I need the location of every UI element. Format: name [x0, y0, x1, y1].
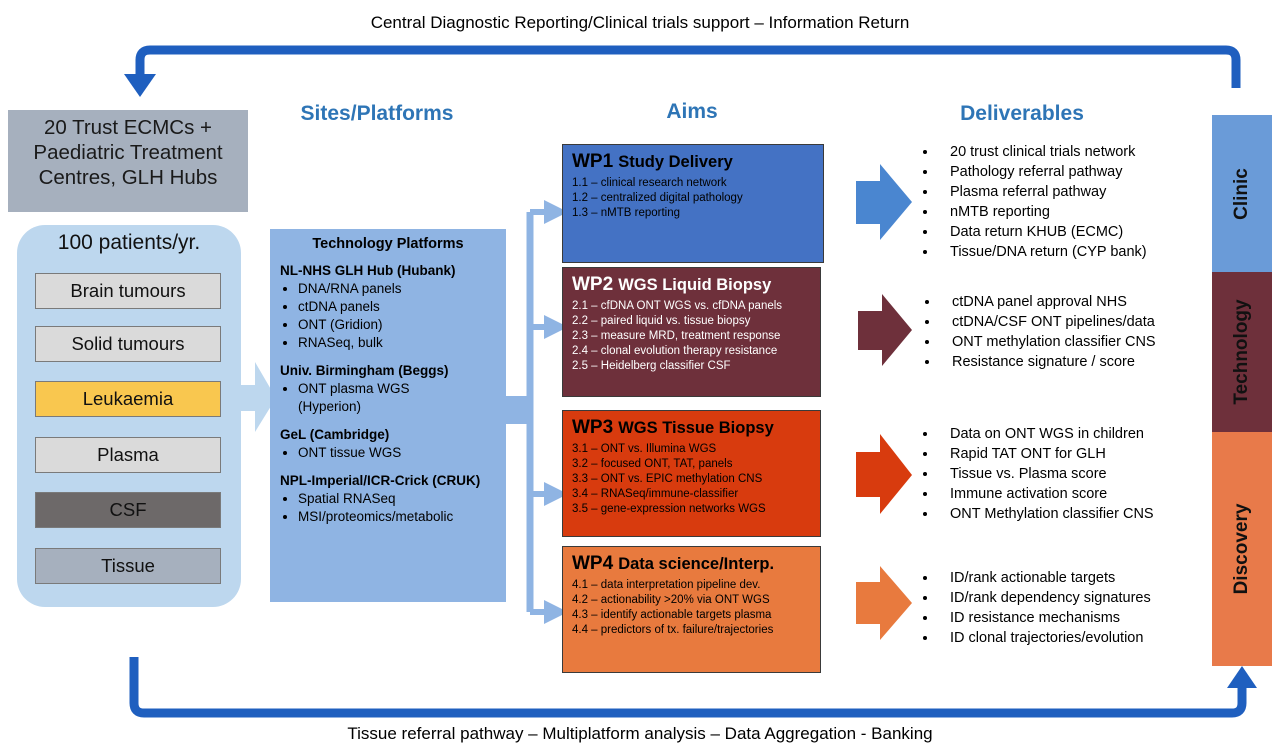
side-label-clinic: Clinic	[1212, 115, 1272, 272]
side-label-discovery: Discovery	[1212, 432, 1272, 666]
deliverable-item: ONT methylation classifier CNS	[940, 332, 1210, 352]
sample-type-csf: CSF	[35, 492, 221, 528]
information-return-caption: Central Diagnostic Reporting/Clinical tr…	[370, 13, 910, 32]
deliverable-item: ctDNA panel approval NHS	[940, 292, 1210, 312]
wp-aim-item: 3.5 – gene-expression networks WGS	[572, 503, 766, 515]
deliverable-item: ctDNA/CSF ONT pipelines/data	[940, 312, 1210, 332]
platforms-connector	[506, 396, 530, 424]
wp2-deliverable-arrow	[858, 294, 912, 366]
wp-aim-item: 3.3 – ONT vs. EPIC methylation CNS	[572, 473, 763, 485]
sample-type-tissue: Tissue	[35, 548, 221, 584]
deliverable-item: ID/rank actionable targets	[938, 568, 1208, 588]
deliverable-item: nMTB reporting	[938, 202, 1218, 222]
sample-type-plasma: Plasma	[35, 437, 221, 473]
wp-code: WP3	[572, 417, 614, 438]
wp3-deliverable-arrow	[856, 434, 912, 514]
ecmc-line: Centres, GLH Hubs	[38, 166, 218, 189]
deliverable-item: Tissue/DNA return (CYP bank)	[938, 242, 1218, 262]
deliverable-item: Data on ONT WGS in children	[938, 424, 1208, 444]
platform-section-name: Univ. Birmingham (Beggs)	[280, 363, 449, 378]
platform-section-name: NL-NHS GLH Hub (Hubank)	[280, 263, 456, 278]
wp-aim-item: 2.1 – cfDNA ONT WGS vs. cfDNA panels	[572, 300, 783, 312]
platform-item: Spatial RNASeq	[298, 490, 496, 508]
deliverable-item: Data return KHUB (ECMC)	[938, 222, 1218, 242]
wp-aim-item: 4.2 – actionability >20% via ONT WGS	[572, 594, 770, 606]
platform-section-name: NPL-Imperial/ICR-Crick (CRUK)	[280, 473, 481, 488]
deliverable-item: Immune activation score	[938, 484, 1208, 504]
technology-platforms-title: Technology Platforms	[312, 236, 464, 252]
wp-code: WP4	[572, 553, 614, 574]
wp-name: WGS Liquid Biopsy	[618, 276, 772, 294]
deliverable-item: Pathology referral pathway	[938, 162, 1218, 182]
ecmc-sites-box: 20 Trust ECMCs + Paediatric Treatment Ce…	[8, 110, 248, 212]
wp-aim-item: 1.1 – clinical research network	[572, 177, 727, 189]
deliverable-item: Resistance signature / score	[940, 352, 1210, 372]
aims-header: Aims	[666, 100, 718, 123]
ecmc-line: Paediatric Treatment	[33, 141, 223, 164]
sites-platforms-header: Sites/Platforms	[300, 102, 454, 125]
wp-aim-item: 1.3 – nMTB reporting	[572, 207, 681, 219]
deliverable-item: Rapid TAT ONT for GLH	[938, 444, 1208, 464]
platform-item: DNA/RNA panels	[298, 280, 496, 298]
deliverable-item: ONT Methylation classifier CNS	[938, 504, 1208, 524]
wp-aim-item: 4.1 – data interpretation pipeline dev.	[572, 579, 761, 591]
wp-aim-item: 2.4 – clonal evolution therapy resistanc…	[572, 345, 778, 357]
platform-item: RNASeq, bulk	[298, 334, 496, 352]
wp1-deliverable-arrow	[856, 164, 912, 240]
referral-pathway-arrowhead	[1227, 666, 1257, 688]
platform-section-name: GeL (Cambridge)	[280, 427, 390, 442]
platform-item: ONT plasma WGS (Hyperion)	[298, 380, 496, 416]
ecmc-line: 20 Trust ECMCs +	[43, 116, 213, 139]
deliverable-item: Tissue vs. Plasma score	[938, 464, 1208, 484]
referral-pathway-caption: Tissue referral pathway – Multiplatform …	[347, 724, 933, 743]
work-package-wp3: WP3 WGS Tissue Biopsy 3.1 – ONT vs. Illu…	[562, 410, 821, 537]
wp-aim-item: 4.4 – predictors of tx. failure/trajecto…	[572, 624, 774, 636]
technology-platforms-box: Technology Platforms NL-NHS GLH Hub (Hub…	[270, 229, 506, 602]
referral-pathway-arrow	[129, 657, 1247, 718]
deliverables-discovery-data: ID/rank actionable targets ID/rank depen…	[918, 568, 1208, 648]
wp-aim-item: 4.3 – identify actionable targets plasma	[572, 609, 772, 621]
wp-code: WP1	[572, 151, 614, 172]
wp-name: WGS Tissue Biopsy	[618, 419, 774, 437]
platform-item: ONT tissue WGS	[298, 444, 496, 462]
wp-aim-item: 2.3 – measure MRD, treatment response	[572, 330, 781, 342]
deliverable-item: ID resistance mechanisms	[938, 608, 1208, 628]
wp-name: Data science/Interp.	[618, 555, 775, 573]
platform-item: MSI/proteomics/metabolic	[298, 508, 496, 526]
wp-code: WP2	[572, 274, 614, 295]
work-package-wp2: WP2 WGS Liquid Biopsy 2.1 – cfDNA ONT WG…	[562, 267, 821, 397]
wp-aim-item: 1.2 – centralized digital pathology	[572, 192, 743, 204]
deliverable-item: ID clonal trajectories/evolution	[938, 628, 1208, 648]
deliverables-clinic: 20 trust clinical trials network Patholo…	[918, 142, 1218, 262]
platform-item: ONT (Gridion)	[298, 316, 496, 334]
wp-aim-item: 2.2 – paired liquid vs. tissue biopsy	[572, 315, 751, 327]
sample-type-solid-tumours: Solid tumours	[35, 326, 221, 362]
sample-type-leukaemia: Leukaemia	[35, 381, 221, 417]
wp-aim-item: 3.1 – ONT vs. Illumina WGS	[572, 443, 717, 455]
wp-aim-item: 3.4 – RNASeq/immune-classifier	[572, 488, 739, 500]
deliverables-discovery-tissue: Data on ONT WGS in children Rapid TAT ON…	[918, 424, 1208, 524]
wp-name: Study Delivery	[618, 153, 733, 171]
information-return-arrow	[135, 45, 1241, 88]
work-package-wp1: WP1 Study Delivery 1.1 – clinical resear…	[562, 144, 824, 263]
information-return-arrowhead	[124, 74, 156, 97]
deliverable-item: ID/rank dependency signatures	[938, 588, 1208, 608]
wp4-deliverable-arrow	[856, 566, 912, 640]
side-label-technology: Technology	[1212, 272, 1272, 432]
deliverables-technology: ctDNA panel approval NHS ctDNA/CSF ONT p…	[920, 292, 1210, 372]
wp-aim-item: 3.2 – focused ONT, TAT, panels	[572, 458, 733, 470]
deliverables-header: Deliverables	[960, 102, 1084, 125]
work-package-wp4: WP4 Data science/Interp. 4.1 – data inte…	[562, 546, 821, 673]
deliverable-item: Plasma referral pathway	[938, 182, 1218, 202]
sample-type-brain-tumours: Brain tumours	[35, 273, 221, 309]
deliverable-item: 20 trust clinical trials network	[938, 142, 1218, 162]
patients-title: 100 patients/yr.	[57, 231, 201, 254]
patients-to-platforms-arrow	[238, 362, 276, 432]
platform-item: ctDNA panels	[298, 298, 496, 316]
wp-aim-item: 2.5 – Heidelberg classifier CSF	[572, 360, 731, 372]
